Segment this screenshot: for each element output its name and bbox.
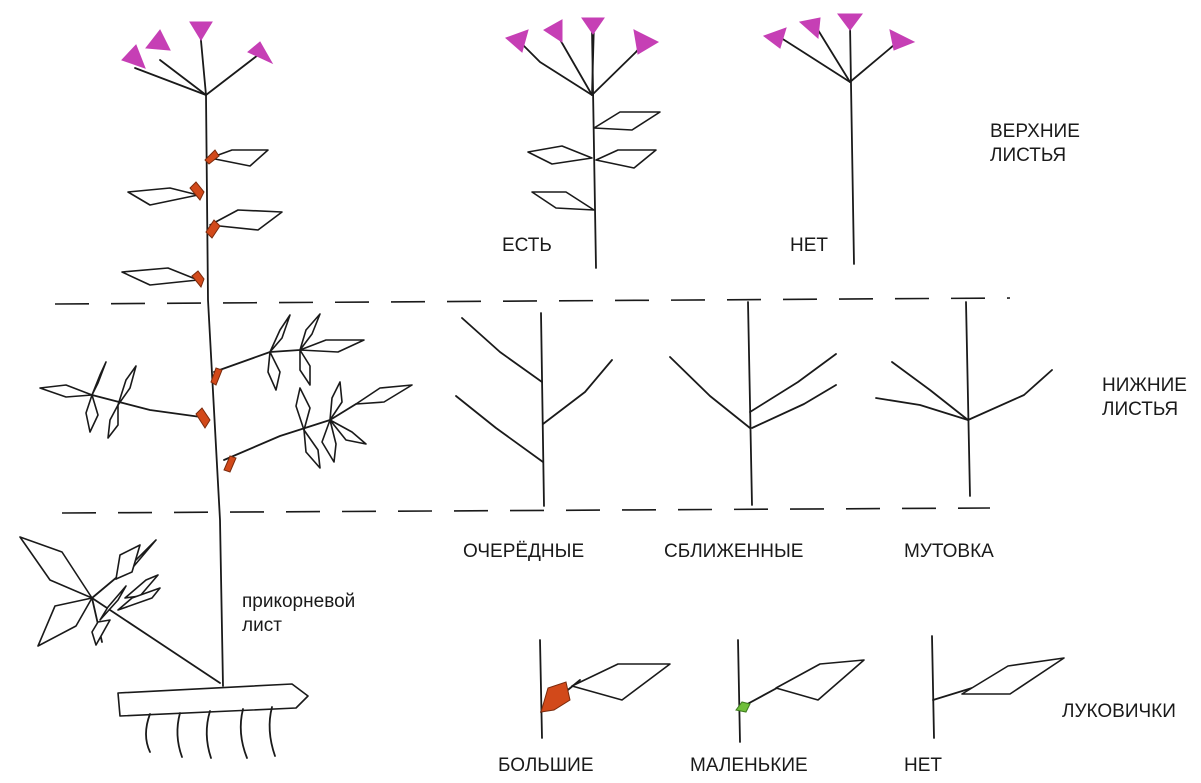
- bulbil-absent-label: НЕТ: [904, 754, 942, 778]
- upper-absent-label: НЕТ: [790, 234, 828, 258]
- arrangement-alternate-diagram: [456, 313, 612, 506]
- upper-leaves-present-diagram: [506, 18, 660, 268]
- arrangement-close-label: СБЛИЖЕННЫЕ: [664, 540, 803, 564]
- lower-leaves-label: НИЖНИЕ ЛИСТЬЯ: [1102, 374, 1187, 422]
- flower-icon: [764, 28, 786, 48]
- basal-leaf-label-line1: прикорневой: [242, 590, 355, 614]
- flower-icon: [146, 30, 170, 50]
- rhizome: [118, 684, 308, 716]
- arrangement-close-diagram: [670, 302, 836, 505]
- arrangement-whorl-label: МУТОВКА: [904, 540, 994, 564]
- flower-icon: [634, 30, 658, 54]
- arrangement-whorl-diagram: [876, 302, 1052, 496]
- lower-compound-leaves: [40, 314, 412, 468]
- bulbil-small-diagram: [736, 640, 864, 742]
- basal-leaf: [20, 537, 220, 683]
- bulbil-small-label: МАЛЕНЬКИЕ: [690, 754, 808, 778]
- flower-icon: [582, 18, 604, 34]
- lower-leaves-label-line1: НИЖНИЕ: [1102, 374, 1187, 398]
- bulbil-absent-diagram: [932, 636, 1064, 738]
- upper-simple-leaves: [122, 150, 282, 285]
- basal-leaf-label: прикорневой лист: [242, 590, 355, 638]
- main-stem-bulbils: [190, 150, 236, 472]
- flower-icon: [544, 20, 562, 42]
- upper-leaves-label-line1: ВЕРХНИЕ: [990, 120, 1080, 144]
- bulbil-large-label: БОЛЬШИЕ: [498, 754, 594, 778]
- main-plant: [20, 22, 412, 758]
- lower-section-divider: [62, 508, 990, 513]
- basal-leaf-label-line2: лист: [242, 614, 355, 638]
- bulbil-large-icon: [190, 182, 204, 200]
- arrangement-alternate-label: ОЧЕРЁДНЫЕ: [463, 540, 584, 564]
- flower-icon: [800, 18, 820, 38]
- bulbil-large-icon: [196, 408, 210, 428]
- main-stem: [206, 95, 223, 686]
- upper-leaves-label-line2: ЛИСТЬЯ: [990, 144, 1080, 168]
- bulbil-large-diagram: [540, 640, 670, 738]
- flower-icon: [838, 14, 862, 30]
- main-inflorescence: [122, 22, 272, 95]
- bulbils-label: ЛУКОВИЧКИ: [1062, 700, 1176, 724]
- bulbil-small-icon: [736, 702, 750, 712]
- flower-icon: [890, 30, 914, 50]
- flower-icon: [122, 45, 145, 68]
- upper-present-label: ЕСТЬ: [502, 234, 552, 258]
- lower-leaves-label-line2: ЛИСТЬЯ: [1102, 398, 1187, 422]
- flower-icon: [506, 30, 528, 52]
- flower-icon: [190, 22, 212, 40]
- upper-section-divider: [55, 298, 1010, 304]
- upper-leaves-label: ВЕРХНИЕ ЛИСТЬЯ: [990, 120, 1080, 168]
- upper-leaves-absent-diagram: [764, 14, 914, 264]
- bulbil-large-icon: [541, 682, 570, 712]
